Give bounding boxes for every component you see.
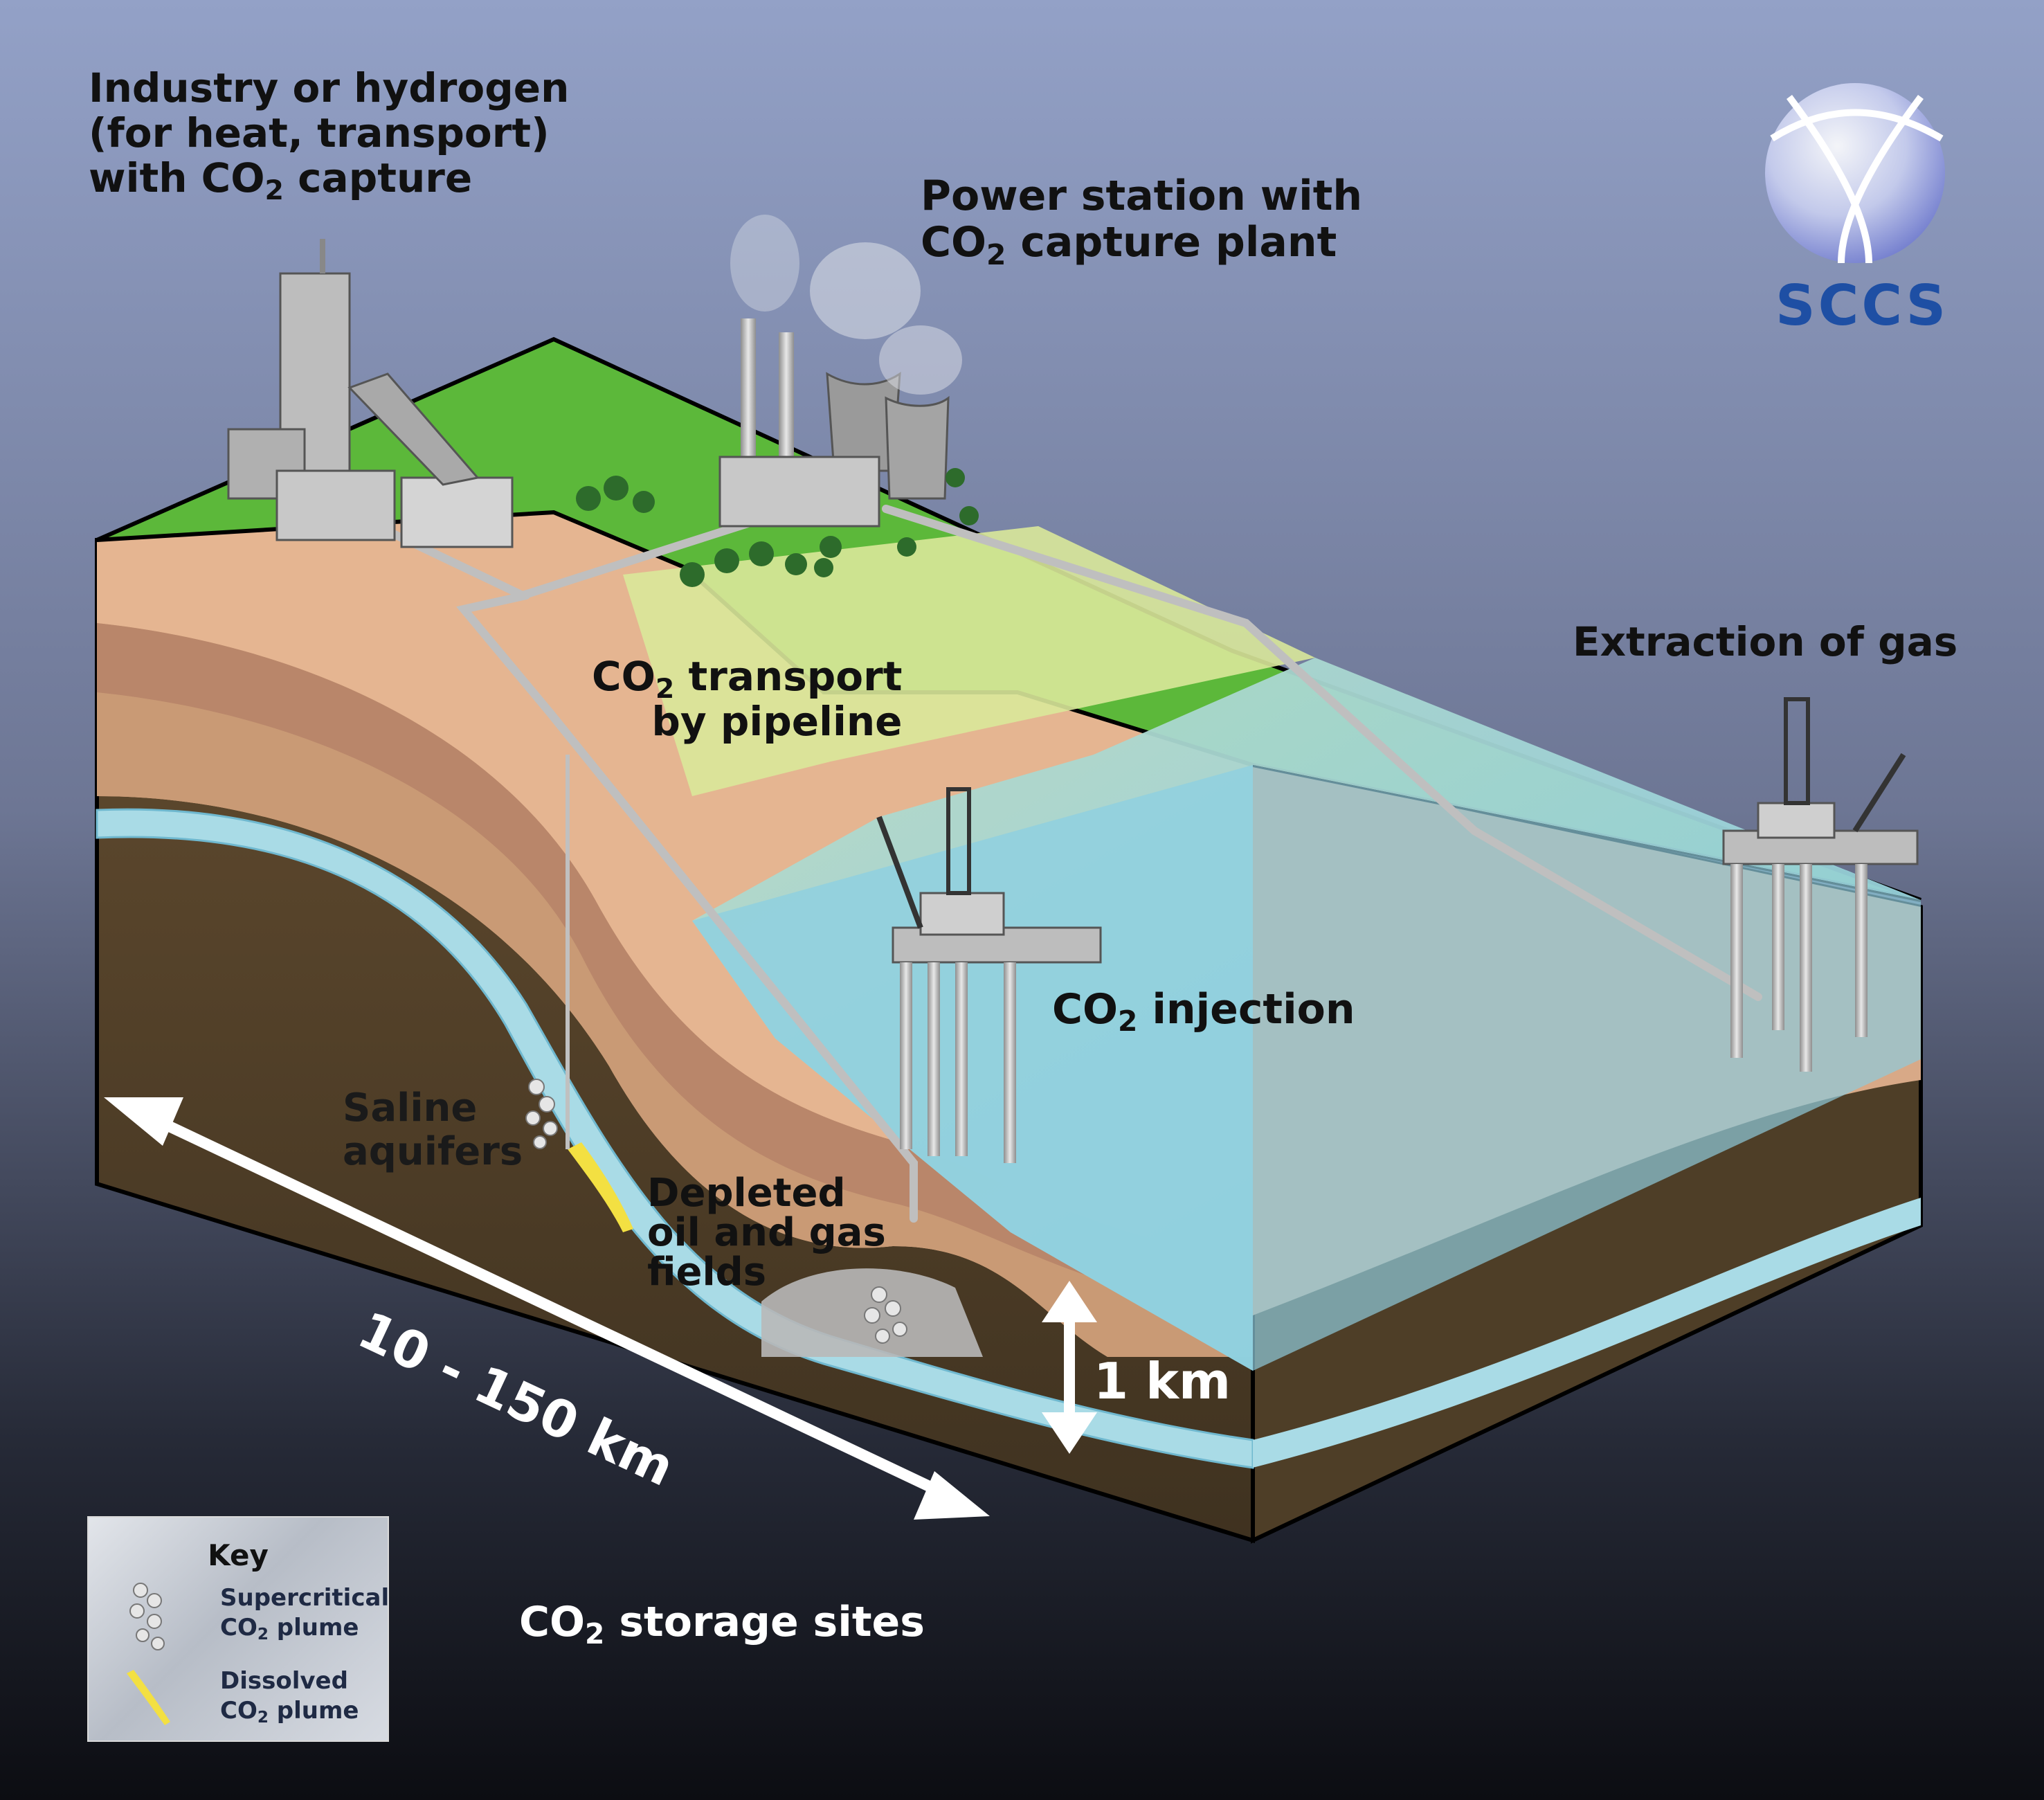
label-power-station: Power station with CO2 capture plant (921, 172, 1363, 271)
key-item-supercritical: Supercritical CO2 plume (220, 1584, 390, 1644)
sccs-logo-text: SCCS (1775, 273, 1949, 338)
industry-plant (227, 239, 514, 548)
distance-arrow (104, 1097, 990, 1520)
pipeline (373, 505, 1762, 1223)
key-title: Key (208, 1538, 269, 1572)
label-industry: Industry or hydrogen (for heat, transpor… (89, 64, 570, 206)
supercritical-plume-aquifer (525, 1079, 558, 1149)
gas-platform (1722, 697, 1919, 1072)
sccs-logo (1765, 83, 1945, 264)
label-extraction: Extraction of gas (1573, 618, 1958, 665)
sea-front-water (692, 765, 1253, 1371)
right-face-aquifer (1253, 1198, 1921, 1468)
label-transport: CO2 transport by pipeline (592, 653, 903, 745)
trees (576, 468, 979, 587)
label-depleted: Depleted oil and gas fields (647, 1171, 886, 1295)
label-depth: 1 km (1094, 1352, 1231, 1410)
sea-right-water (1253, 765, 1921, 1371)
dissolved-plume (568, 1142, 633, 1232)
supercritical-plume-icon (129, 1583, 165, 1650)
label-saline: Saline aquifers (343, 1086, 523, 1174)
key-legend: Key Supercritical CO2 plume Dissolved CO… (87, 1516, 389, 1742)
power-station (718, 215, 962, 528)
depth-arrow (1042, 1281, 1097, 1454)
key-item-dissolved: Dissolved CO2 plume (220, 1667, 359, 1727)
label-storage-sites: CO2 storage sites (519, 1598, 925, 1651)
label-injection: CO2 injection (1052, 985, 1355, 1038)
dissolved-plume-icon (127, 1670, 170, 1725)
injection-platform (876, 787, 1102, 1163)
supercritical-plume-field (864, 1286, 907, 1344)
